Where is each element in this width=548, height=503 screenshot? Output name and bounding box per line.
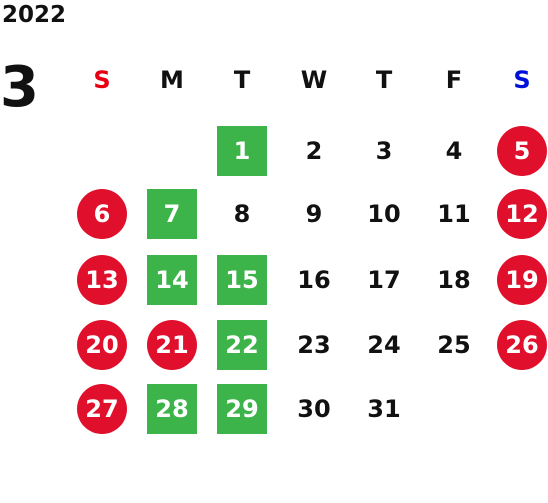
day-cell-11[interactable]: 11 <box>437 200 471 228</box>
day-cell-14[interactable]: 14 <box>147 255 197 305</box>
day-cell-12[interactable]: 12 <box>497 189 547 239</box>
weekday-header-4: T <box>375 66 393 94</box>
day-cell-20[interactable]: 20 <box>77 320 127 370</box>
weekday-header-6: S <box>513 66 531 94</box>
day-cell-29[interactable]: 29 <box>217 384 267 434</box>
day-cell-18[interactable]: 18 <box>437 266 471 294</box>
day-cell-30[interactable]: 30 <box>297 395 331 423</box>
weekday-header-1: M <box>160 66 184 94</box>
day-cell-25[interactable]: 25 <box>437 331 471 359</box>
weekday-header-3: W <box>300 66 328 94</box>
day-cell-22[interactable]: 22 <box>217 320 267 370</box>
day-cell-23[interactable]: 23 <box>297 331 331 359</box>
day-cell-31[interactable]: 31 <box>367 395 401 423</box>
day-cell-15[interactable]: 15 <box>217 255 267 305</box>
day-cell-13[interactable]: 13 <box>77 255 127 305</box>
day-cell-7[interactable]: 7 <box>147 189 197 239</box>
day-cell-26[interactable]: 26 <box>497 320 547 370</box>
weekday-header-0: S <box>93 66 111 94</box>
day-cell-9[interactable]: 9 <box>305 200 323 228</box>
day-cell-6[interactable]: 6 <box>77 189 127 239</box>
year-label: 2022 <box>2 2 67 28</box>
day-cell-27[interactable]: 27 <box>77 384 127 434</box>
day-cell-2[interactable]: 2 <box>305 137 323 165</box>
day-cell-24[interactable]: 24 <box>367 331 401 359</box>
day-cell-8[interactable]: 8 <box>233 200 251 228</box>
day-cell-28[interactable]: 28 <box>147 384 197 434</box>
day-cell-5[interactable]: 5 <box>497 126 547 176</box>
day-cell-4[interactable]: 4 <box>445 137 463 165</box>
weekday-header-5: F <box>445 66 463 94</box>
day-cell-17[interactable]: 17 <box>367 266 401 294</box>
day-cell-16[interactable]: 16 <box>297 266 331 294</box>
day-cell-10[interactable]: 10 <box>367 200 401 228</box>
month-number: 3 <box>0 55 39 120</box>
day-cell-21[interactable]: 21 <box>147 320 197 370</box>
day-cell-3[interactable]: 3 <box>375 137 393 165</box>
day-cell-1[interactable]: 1 <box>217 126 267 176</box>
weekday-header-2: T <box>233 66 251 94</box>
day-cell-19[interactable]: 19 <box>497 255 547 305</box>
